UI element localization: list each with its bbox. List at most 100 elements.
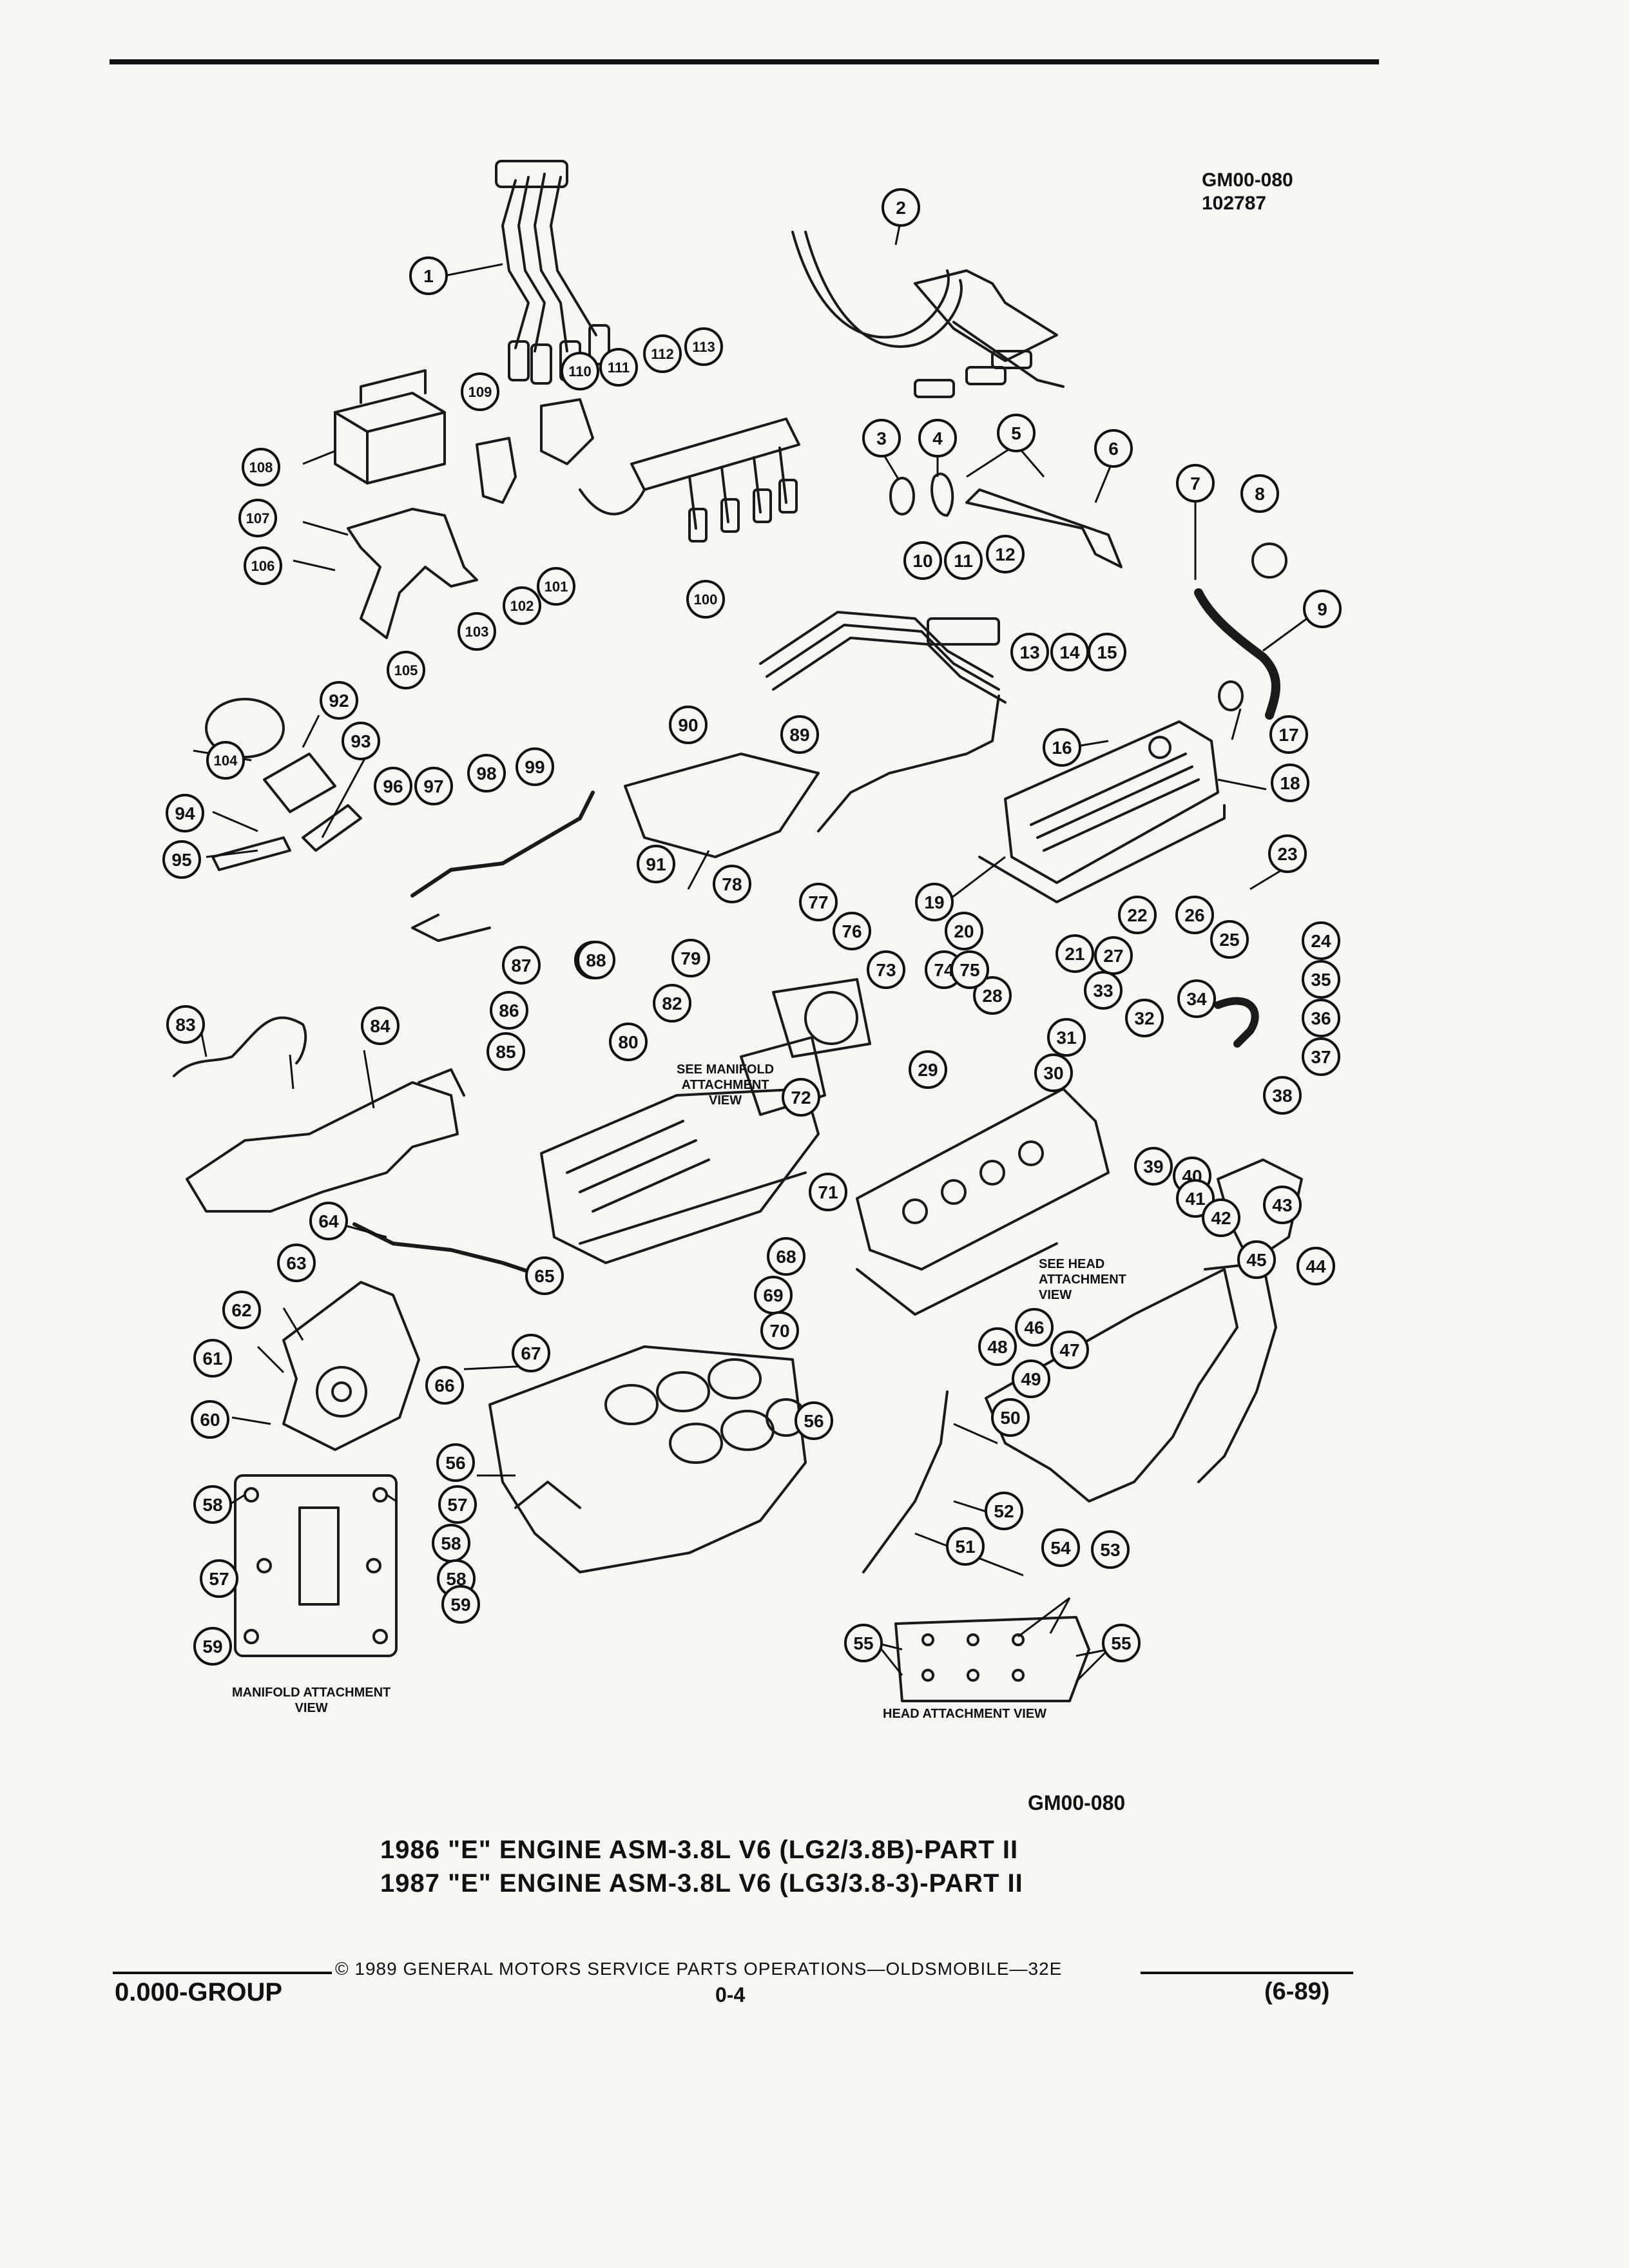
callout-circle (1125, 999, 1164, 1037)
callout-circle (166, 794, 204, 832)
callout-number: 36 (1311, 1008, 1331, 1028)
callout-82: 82 (653, 984, 691, 1023)
callout-number: 21 (1065, 944, 1084, 964)
callout-3: 3 (862, 419, 901, 457)
callout-71: 71 (809, 1173, 847, 1211)
callout-96: 96 (374, 767, 412, 805)
footer-rule-left (113, 1972, 332, 1974)
callout-33: 33 (1084, 971, 1123, 1010)
callout-circle (1055, 934, 1094, 973)
callout-circle (342, 722, 380, 760)
callout-number: 35 (1311, 970, 1331, 990)
callout-circle (206, 741, 245, 780)
callout-number: 48 (987, 1337, 1007, 1357)
callout-number: 3 (876, 428, 887, 448)
callout-circle (490, 991, 528, 1030)
callout-circle (1088, 633, 1126, 671)
callout-number: 95 (171, 850, 191, 870)
callout-55: 55 (1102, 1624, 1141, 1662)
callout-circle (1047, 1018, 1086, 1057)
callout-number: 109 (468, 384, 492, 400)
callout-87: 87 (502, 946, 541, 985)
callout-22: 22 (1118, 896, 1157, 934)
caption-line: VIEW (294, 1701, 328, 1715)
callout-circle (643, 334, 682, 373)
callout-49: 49 (1012, 1360, 1050, 1398)
part-tube-6 (965, 488, 1123, 568)
note-line: VIEW (709, 1093, 742, 1108)
callout-number: 76 (842, 921, 862, 941)
callout-circle (653, 984, 691, 1023)
callout-number: 53 (1100, 1540, 1120, 1560)
callout-number: 94 (175, 803, 195, 823)
figure-code-block: GM00-080 102787 (1202, 169, 1293, 215)
callout-number: 67 (521, 1343, 541, 1363)
callout-circle (242, 448, 280, 486)
callout-number: 79 (680, 948, 700, 968)
see-manifold-attachment-note: SEE MANIFOLD ATTACHMENT VIEW (677, 1062, 774, 1108)
callout-number: 30 (1043, 1063, 1063, 1083)
callout-number: 103 (465, 624, 489, 640)
figure-code-bottom: GM00-080 (1028, 1791, 1126, 1814)
callout-number: 75 (959, 960, 979, 980)
callout-number: 49 (1021, 1369, 1041, 1389)
callout-number: 101 (545, 579, 568, 595)
callout-number: 9 (1317, 599, 1327, 619)
callout-circle (946, 1527, 985, 1566)
callout-46: 46 (1015, 1308, 1054, 1347)
callout-circle (609, 1023, 648, 1061)
callout-number: 6 (1108, 439, 1119, 459)
callout-number: 56 (804, 1411, 824, 1431)
callout-number: 55 (1111, 1633, 1131, 1653)
callout-7: 7 (1176, 464, 1215, 503)
callout-number: 50 (1000, 1408, 1020, 1428)
callout-circle (244, 546, 282, 585)
part-spark-plug-wire-set (495, 160, 610, 385)
callout-47: 47 (1050, 1331, 1089, 1369)
callout-number: 15 (1097, 642, 1117, 662)
callout-56: 56 (436, 1443, 475, 1482)
callout-circle (1012, 1360, 1050, 1398)
callout-number: 66 (434, 1376, 454, 1396)
callout-66: 66 (425, 1366, 464, 1405)
callout-circle (915, 883, 954, 921)
part-exhaust-manifold-left (186, 1068, 465, 1213)
callout-circle (1302, 960, 1340, 999)
callout-number: 97 (423, 776, 443, 796)
callout-circle (193, 1627, 232, 1666)
callout-55: 55 (844, 1624, 883, 1662)
note-line: ATTACHMENT (681, 1078, 769, 1092)
callout-circle (918, 419, 957, 457)
callout-circle (1240, 474, 1279, 513)
callout-circle (760, 1311, 799, 1350)
callout-26: 26 (1175, 896, 1214, 934)
callout-circle (986, 535, 1025, 573)
note-line: VIEW (1039, 1288, 1072, 1302)
title-line-2: 1987 "E" ENGINE ASM-3.8L V6 (LG3/3.8-3)-… (380, 1869, 1023, 1898)
callout-circle (503, 586, 541, 625)
callout-number: 60 (200, 1410, 220, 1430)
callout-number: 19 (924, 892, 944, 912)
part-grommet (1218, 680, 1244, 711)
part-pcv-hose (1194, 588, 1280, 720)
callout-number: 33 (1093, 981, 1113, 1001)
callout-93: 93 (342, 722, 380, 760)
part-cap-8 (1251, 543, 1287, 579)
callout-circle (985, 1492, 1023, 1530)
part-spark-plug-wire-set-right (791, 231, 1065, 398)
callout-number: 83 (175, 1015, 195, 1035)
callout-83: 83 (166, 1005, 205, 1044)
callout-101: 101 (537, 567, 575, 606)
callout-8: 8 (1240, 474, 1279, 513)
callout-circle (973, 976, 1012, 1015)
callout-circle (1043, 728, 1081, 767)
callout-number: 92 (329, 691, 349, 711)
callout-number: 38 (1272, 1086, 1292, 1106)
callout-circle (1302, 921, 1340, 960)
callout-98: 98 (467, 754, 506, 793)
callout-43: 43 (1263, 1186, 1302, 1224)
callout-14: 14 (1050, 633, 1089, 671)
callout-number: 69 (763, 1285, 783, 1305)
callout-circle (767, 1237, 805, 1276)
